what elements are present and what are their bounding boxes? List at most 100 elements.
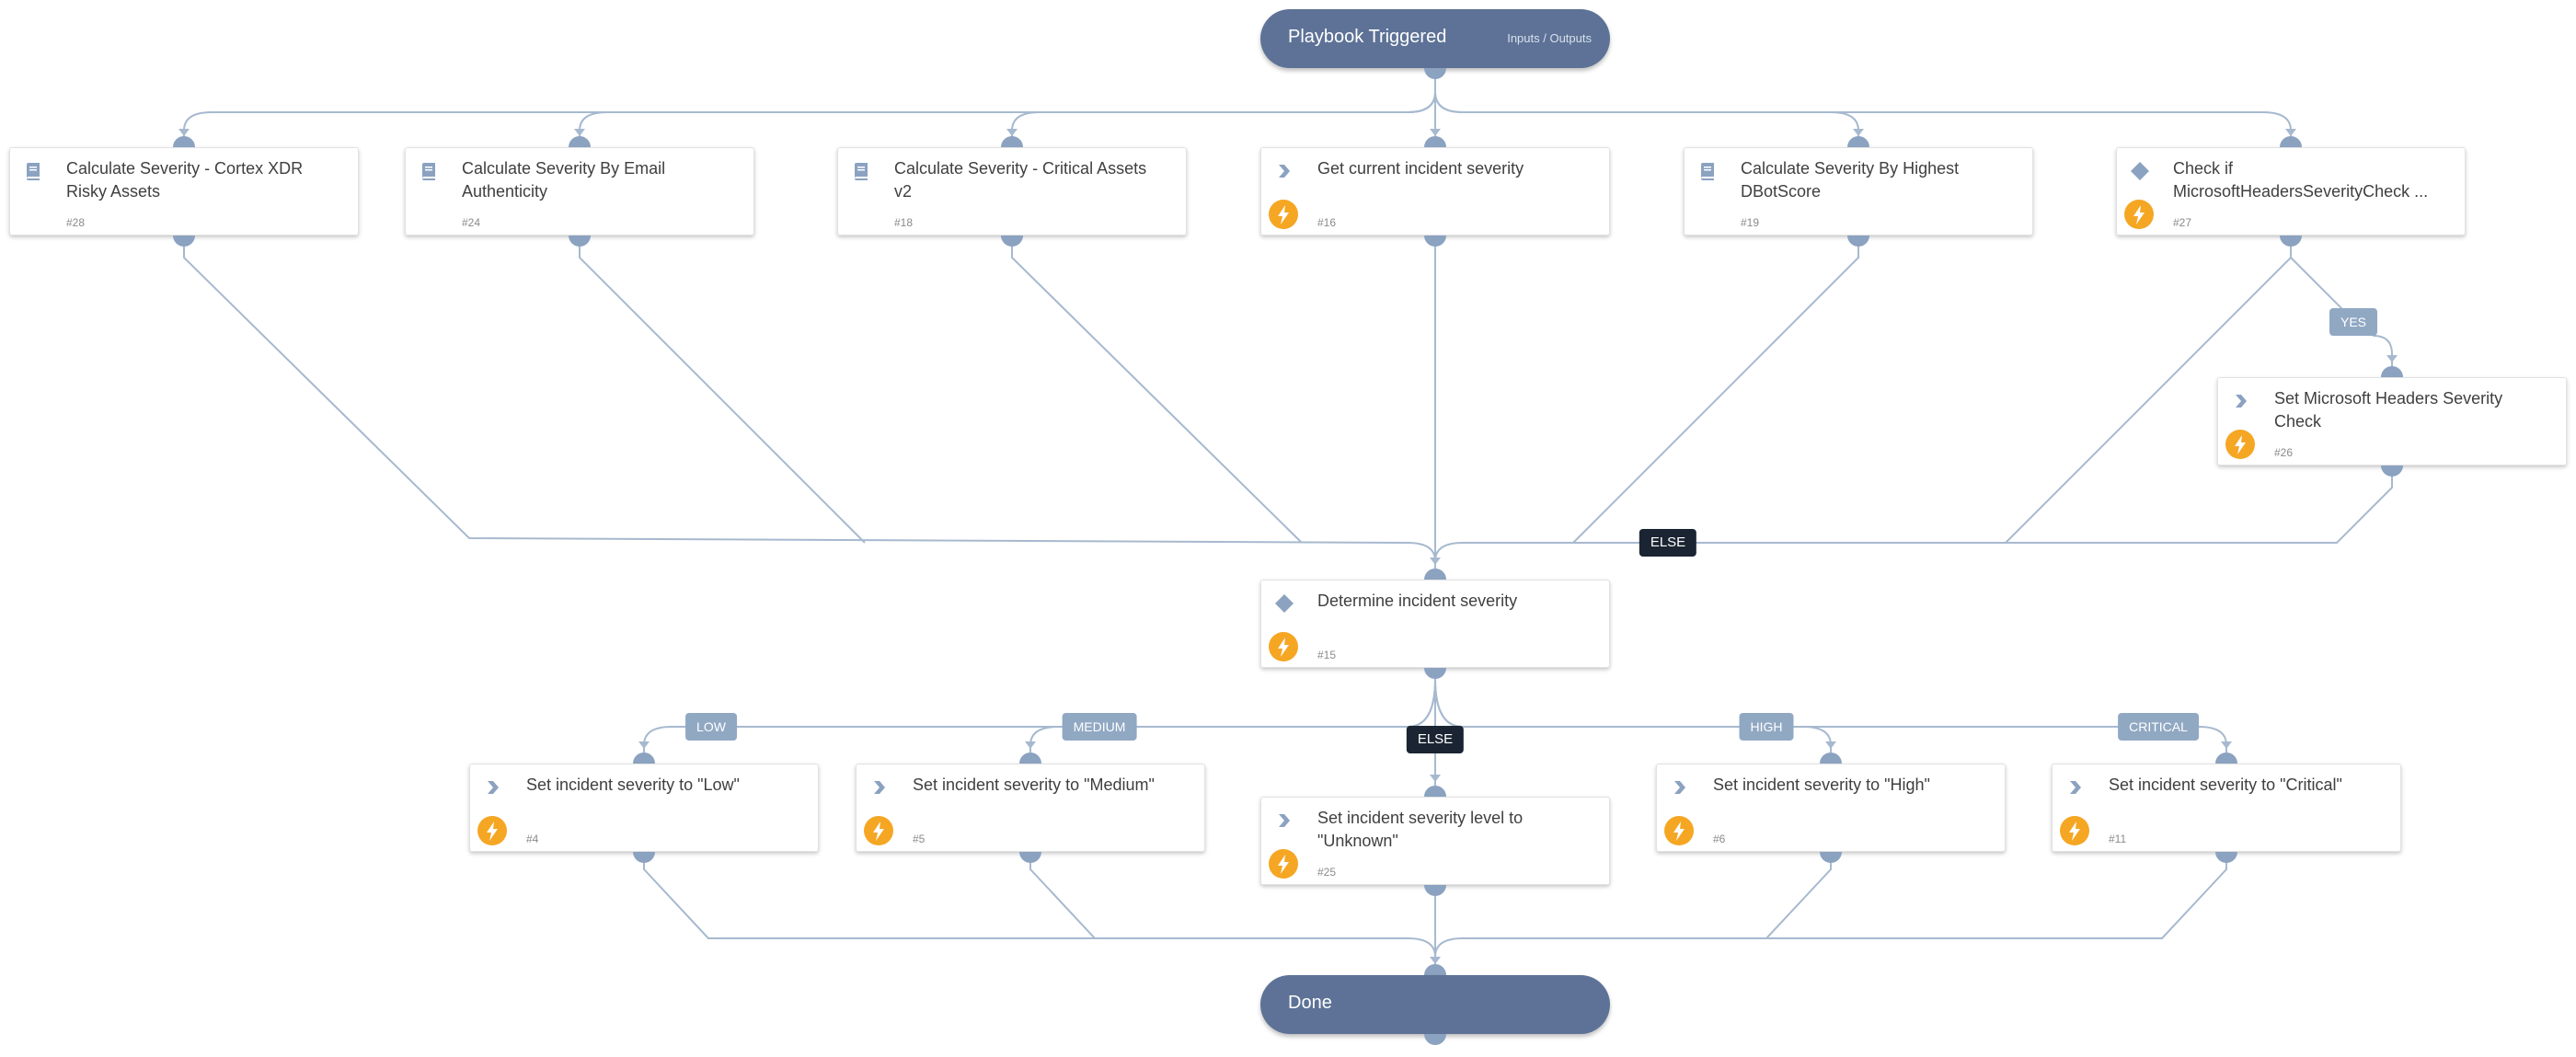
else-branch-label[interactable]: ELSE (1639, 529, 1697, 557)
task-node-19[interactable]: Calculate Severity By Highest DBotScore … (1684, 147, 2033, 236)
diamond-icon (1275, 594, 1294, 613)
lightning-icon (1269, 200, 1298, 229)
task-node-28[interactable]: Calculate Severity - Cortex XDR Risky As… (9, 147, 359, 236)
yes-branch-label[interactable]: YES (2329, 308, 2378, 336)
book-icon (27, 163, 40, 180)
medium-branch-label[interactable]: MEDIUM (1062, 713, 1137, 741)
chevron-right-icon (1674, 781, 1685, 794)
lightning-icon (2225, 430, 2255, 459)
input-port[interactable] (1820, 753, 1842, 764)
task-node-25[interactable]: Set incident severity level to "Unknown"… (1260, 797, 1610, 885)
task-number: #24 (462, 216, 481, 229)
else-branch-label[interactable]: ELSE (1406, 726, 1465, 753)
input-port[interactable] (1424, 569, 1446, 580)
chevron-right-icon (1279, 165, 1290, 178)
input-port[interactable] (2381, 366, 2403, 377)
output-port[interactable] (1847, 236, 1869, 247)
task-title: Get current incident severity (1317, 159, 1524, 178)
input-port[interactable] (569, 136, 591, 147)
task-title: Calculate Severity - Cortex XDR Risky As… (66, 159, 304, 201)
chevron-right-icon (2236, 395, 2247, 408)
task-title: Set incident severity to "Low" (526, 776, 740, 794)
task-node-6[interactable]: Set incident severity to "High" #6 (1656, 764, 2006, 852)
output-port[interactable] (2215, 852, 2237, 863)
input-port[interactable] (2280, 136, 2302, 147)
task-node-18[interactable]: Calculate Severity - Critical Assets v2 … (837, 147, 1187, 236)
task-number: #28 (66, 216, 86, 229)
done-node[interactable]: Done (1260, 975, 1610, 1034)
done-output-port[interactable] (1424, 1034, 1446, 1045)
book-icon (1701, 163, 1714, 180)
task-node-5[interactable]: Set incident severity to "Medium" #5 (856, 764, 1205, 852)
lightning-icon (864, 816, 893, 845)
critical-branch-label[interactable]: CRITICAL (2118, 713, 2199, 741)
task-node-16[interactable]: Get current incident severity #16 (1260, 147, 1610, 236)
lightning-icon (2124, 200, 2154, 229)
lightning-icon (477, 816, 507, 845)
task-number: #11 (2109, 833, 2127, 845)
task-number: #16 (1317, 216, 1337, 229)
task-title: Set incident severity to "Medium" (913, 776, 1155, 794)
task-title: Calculate Severity - Critical Assets v2 (894, 159, 1147, 201)
output-port[interactable] (173, 236, 195, 247)
output-port[interactable] (1820, 852, 1842, 863)
output-port[interactable] (569, 236, 591, 247)
output-port[interactable] (2381, 465, 2403, 477)
lightning-icon (2060, 816, 2089, 845)
chevron-right-icon (1279, 814, 1290, 827)
book-icon (422, 163, 435, 180)
output-port[interactable] (1424, 885, 1446, 896)
task-title: Calculate Severity By Highest DBotScore (1741, 159, 1960, 201)
input-port[interactable] (1424, 786, 1446, 797)
input-port[interactable] (173, 136, 195, 147)
task-number: #27 (2173, 216, 2192, 229)
task-title: Check if MicrosoftHeadersSeverityCheck .… (2173, 159, 2429, 201)
playbook-triggered-node[interactable]: Playbook Triggered Inputs / Outputs (1260, 9, 1610, 68)
book-icon (855, 163, 868, 180)
input-port[interactable] (633, 753, 655, 764)
output-port[interactable] (1424, 668, 1446, 679)
input-port[interactable] (1424, 136, 1446, 147)
output-port[interactable] (1001, 236, 1023, 247)
chevron-right-icon (874, 781, 885, 794)
lightning-icon (1269, 632, 1298, 661)
task-node-15[interactable]: Determine incident severity #15 (1260, 580, 1610, 668)
task-number: #15 (1317, 649, 1337, 661)
task-node-26[interactable]: Set Microsoft Headers Severity Check #26 (2217, 377, 2567, 465)
start-output-port[interactable] (1424, 68, 1446, 79)
task-node-11[interactable]: Set incident severity to "Critical" #11 (2052, 764, 2401, 852)
task-number: #26 (2274, 446, 2294, 459)
task-title: Set Microsoft Headers Severity Check (2274, 389, 2503, 431)
playbook-triggered-title: Playbook Triggered (1288, 27, 1447, 47)
task-title: Determine incident severity (1317, 592, 1518, 610)
output-port[interactable] (2280, 236, 2302, 247)
output-port[interactable] (1019, 852, 1041, 863)
task-title: Set incident severity level to "Unknown" (1317, 809, 1524, 850)
inputs-outputs-link[interactable]: Inputs / Outputs (1507, 31, 1592, 45)
task-number: #5 (913, 833, 926, 845)
task-number: #6 (1713, 833, 1726, 845)
low-branch-label[interactable]: LOW (685, 713, 737, 741)
input-port[interactable] (1019, 753, 1041, 764)
input-port[interactable] (2215, 753, 2237, 764)
high-branch-label[interactable]: HIGH (1739, 713, 1794, 741)
task-node-27[interactable]: Check if MicrosoftHeadersSeverityCheck .… (2116, 147, 2466, 236)
input-port[interactable] (1847, 136, 1869, 147)
done-title: Done (1288, 993, 1332, 1013)
task-title: Calculate Severity By Email Authenticity (462, 159, 666, 201)
input-port[interactable] (1001, 136, 1023, 147)
task-node-24[interactable]: Calculate Severity By Email Authenticity… (405, 147, 754, 236)
output-port[interactable] (1424, 236, 1446, 247)
chevron-right-icon (2070, 781, 2081, 794)
task-number: #4 (526, 833, 539, 845)
task-title: Set incident severity to "Critical" (2109, 776, 2342, 794)
task-node-4[interactable]: Set incident severity to "Low" #4 (469, 764, 819, 852)
lightning-icon (1664, 816, 1694, 845)
task-number: #19 (1741, 216, 1760, 229)
output-port[interactable] (633, 852, 655, 863)
done-input-port[interactable] (1424, 964, 1446, 975)
chevron-right-icon (488, 781, 499, 794)
diamond-icon (2131, 162, 2149, 180)
task-number: #18 (894, 216, 914, 229)
